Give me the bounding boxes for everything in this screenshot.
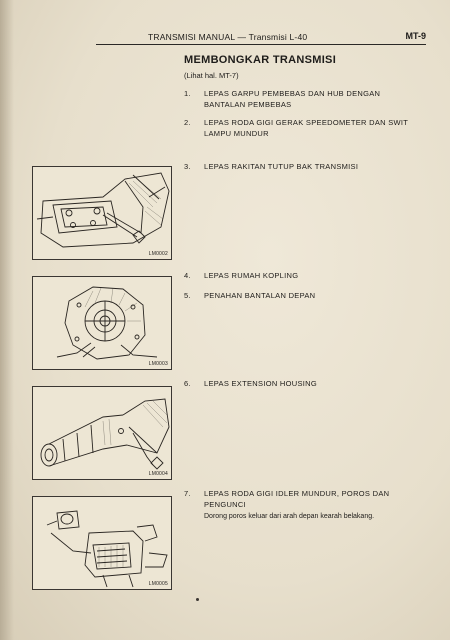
header-page-number: MT-9 [405, 31, 426, 41]
page-binding-shadow [0, 0, 14, 640]
step-number: 2. [184, 118, 191, 127]
step-text: LEPAS RODA GIGI IDLER MUNDUR, POROS DAN … [204, 489, 390, 509]
reverse-idler-illustration [46, 510, 168, 588]
step-number: 6. [184, 379, 191, 388]
figure-label: LM0005 [148, 581, 168, 587]
step-number: 5. [184, 291, 191, 300]
step-text: LEPAS RAKITAN TUTUP BAK TRANSMISI [204, 162, 359, 171]
clutch-housing-illustration [56, 286, 158, 360]
step-number: 1. [184, 89, 191, 98]
step-text: LEPAS RODA GIGI GERAK SPEEDOMETER DAN SW… [204, 118, 409, 138]
figure-reverse-idler: LM0005 [32, 496, 172, 590]
step-7-note: Dorong poros keluar dari arah depan kear… [204, 513, 375, 520]
extension-housing-illustration [40, 398, 170, 470]
figure-clutch-housing: LM0003 [32, 276, 172, 370]
page-mark [196, 598, 199, 601]
figure-label: LM0004 [148, 471, 168, 477]
section-subtitle: (Lihat hal. MT-7) [184, 71, 239, 80]
step-text: PENAHAN BANTALAN DEPAN [204, 291, 316, 300]
figure-label: LM0003 [148, 361, 168, 367]
figure-extension-housing: LM0004 [32, 386, 172, 480]
step-text: LEPAS GARPU PEMBEBAS DAN HUB DENGAN BANT… [204, 89, 381, 109]
step-number: 3. [184, 162, 191, 171]
figure-transmission-cover: LM0002 [32, 166, 172, 260]
step-number: 7. [184, 489, 191, 498]
header-title: TRANSMISI MANUAL — Transmisi L-40 [148, 32, 308, 42]
step-text: LEPAS EXTENSION HOUSING [204, 379, 318, 388]
step-text: LEPAS RUMAH KOPLING [204, 271, 299, 280]
step-number: 4. [184, 271, 191, 280]
section-title: MEMBONGKAR TRANSMISI [184, 54, 337, 66]
page-header: TRANSMISI MANUAL — Transmisi L-40 MT-9 [96, 30, 426, 45]
figure-label: LM0002 [148, 251, 168, 257]
transmission-cover-illustration [36, 172, 170, 248]
